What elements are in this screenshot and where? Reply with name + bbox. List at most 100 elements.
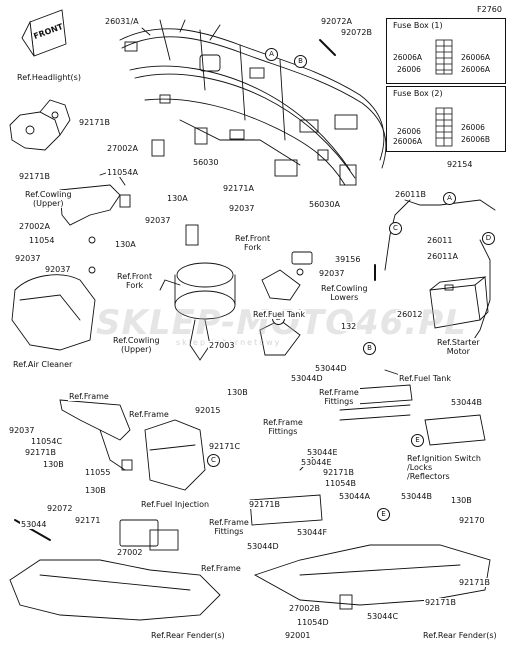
part-11054a: 11054A xyxy=(106,168,139,177)
ref-frame: Ref.Frame xyxy=(200,564,242,573)
part-92072b: 92072B xyxy=(340,28,373,37)
fuse-box-2-right-2: 26006B xyxy=(461,135,491,144)
part-26031a: 26031/A xyxy=(104,17,140,26)
part-53044c: 53044C xyxy=(366,612,400,621)
main-harness xyxy=(119,19,387,186)
part-53044f: 53044F xyxy=(296,528,329,537)
part-26011a: 26011A xyxy=(426,252,459,261)
ref-cowling-lowers: Ref.Cowling Lowers xyxy=(320,284,369,302)
part-92171b: 92171B xyxy=(24,448,57,457)
ref-front-fork: Ref.Front Fork xyxy=(116,272,154,290)
fuse-box-2-title: Fuse Box (2) xyxy=(393,89,443,98)
fuse-box-1: Fuse Box (1) 26006A 26006 26006A 26006A xyxy=(386,18,506,84)
part-53044d: 53044D xyxy=(246,542,280,551)
ref-headlight: Ref.Headlight(s) xyxy=(16,73,82,82)
part-130b: 130B xyxy=(450,496,473,505)
ref-frame-fittings: Ref.Frame Fittings xyxy=(262,418,304,436)
part-11054: 11054 xyxy=(28,236,56,245)
part-92037: 92037 xyxy=(318,269,346,278)
battery xyxy=(429,276,489,329)
part-11055: 11055 xyxy=(84,468,112,477)
ref-starter-motor: Ref.Starter Motor xyxy=(436,338,481,356)
ref-rear-fender: Ref.Rear Fender(s) xyxy=(422,631,498,640)
rear-fender-left xyxy=(9,519,221,621)
battery-cable xyxy=(374,199,496,346)
part-53044: 53044 xyxy=(20,520,48,529)
part-92037: 92037 xyxy=(144,216,172,225)
part-53044a: 53044A xyxy=(338,492,371,501)
ref-cowling-upper: Ref.Cowling (Upper) xyxy=(24,190,73,208)
ref-air-cleaner: Ref.Air Cleaner xyxy=(12,360,74,369)
fuse-box-2-right-1: 26006 xyxy=(461,123,485,132)
part-27002a: 27002A xyxy=(18,222,51,231)
fuse-box-1-left-2: 26006 xyxy=(397,65,421,74)
fuse-box-1-title: Fuse Box (1) xyxy=(393,21,443,30)
ref-frame-fittings: Ref.Frame Fittings xyxy=(208,518,250,536)
part-53044b: 53044B xyxy=(400,492,433,501)
ref-cowling-upper: Ref.Cowling (Upper) xyxy=(112,336,161,354)
part-27002b: 27002B xyxy=(288,604,321,613)
part-11054c: 11054C xyxy=(30,437,64,446)
part-53044d: 53044D xyxy=(290,374,324,383)
part-92171b: 92171B xyxy=(18,172,51,181)
front-arrow-icon xyxy=(21,9,67,57)
part-11054d: 11054D xyxy=(296,618,330,627)
part-92001: 92001 xyxy=(284,631,312,640)
part-130b: 130B xyxy=(84,486,107,495)
callout-e: E xyxy=(377,508,390,521)
part-39156: 39156 xyxy=(334,255,362,264)
part-53044e: 53044E xyxy=(306,448,339,457)
part-53044b: 53044B xyxy=(450,398,483,407)
part-92171b: 92171B xyxy=(322,468,355,477)
fuse-box-1-right-1: 26006A xyxy=(461,53,490,62)
ref-ignition-switch: Ref.Ignition Switch /Locks /Reflectors xyxy=(406,454,482,481)
part-130a: 130A xyxy=(166,194,189,203)
part-130a: 130A xyxy=(114,240,137,249)
fuse-block-icon xyxy=(435,39,453,75)
rear-bracket-left xyxy=(59,399,133,471)
rear-fender-right xyxy=(253,544,491,610)
ref-fuel-injection: Ref.Fuel Injection xyxy=(140,500,211,509)
part-92072: 92072 xyxy=(46,504,74,513)
fuse-block-icon xyxy=(435,107,453,147)
part-92171b: 92171B xyxy=(78,118,111,127)
callout-d: D xyxy=(482,232,495,245)
part-26011b: 26011B xyxy=(394,190,427,199)
part-27002: 27002 xyxy=(116,548,144,557)
part-92037: 92037 xyxy=(8,426,36,435)
part-92171a: 92171A xyxy=(222,184,255,193)
center-panel xyxy=(144,419,206,491)
ecu-module xyxy=(119,519,179,551)
fuse-box-2-left-1: 26006 xyxy=(397,127,421,136)
ref-frame: Ref.Frame xyxy=(128,410,170,419)
fuse-box-2: Fuse Box (2) 26006 26006A 26006 26006B xyxy=(386,86,506,152)
part-130b: 130B xyxy=(42,460,65,469)
part-92037: 92037 xyxy=(228,204,256,213)
callout-c: C xyxy=(389,222,402,235)
part-53044e: 53044E xyxy=(300,458,333,467)
part-92154: 92154 xyxy=(446,160,474,169)
air-cleaner-duct xyxy=(11,266,96,351)
callout-b: B xyxy=(363,342,376,355)
callout-a: A xyxy=(265,48,278,61)
part-26011: 26011 xyxy=(426,236,454,245)
steering-stem xyxy=(159,224,236,361)
headlight-bracket xyxy=(9,99,71,151)
part-92171c: 92171C xyxy=(208,442,242,451)
callout-c: C xyxy=(207,454,220,467)
part-53044d: 53044D xyxy=(314,364,348,373)
fuse-box-2-left-2: 26006A xyxy=(393,137,422,146)
part-132: 132 xyxy=(340,322,358,331)
relay-section xyxy=(261,251,313,301)
ref-front-fork: Ref.Front Fork xyxy=(234,234,272,252)
part-92170: 92170 xyxy=(458,516,486,525)
part-92037: 92037 xyxy=(44,265,72,274)
part-92171: 92171 xyxy=(74,516,102,525)
diagram-code: F2760 xyxy=(476,5,503,14)
ref-fuel-tank: Ref.Fuel Tank xyxy=(398,374,452,383)
part-27002a: 27002A xyxy=(106,144,139,153)
part-27003: 27003 xyxy=(208,341,236,350)
part-92171b: 92171B xyxy=(424,598,457,607)
fuse-box-1-left-1: 26006A xyxy=(393,53,422,62)
